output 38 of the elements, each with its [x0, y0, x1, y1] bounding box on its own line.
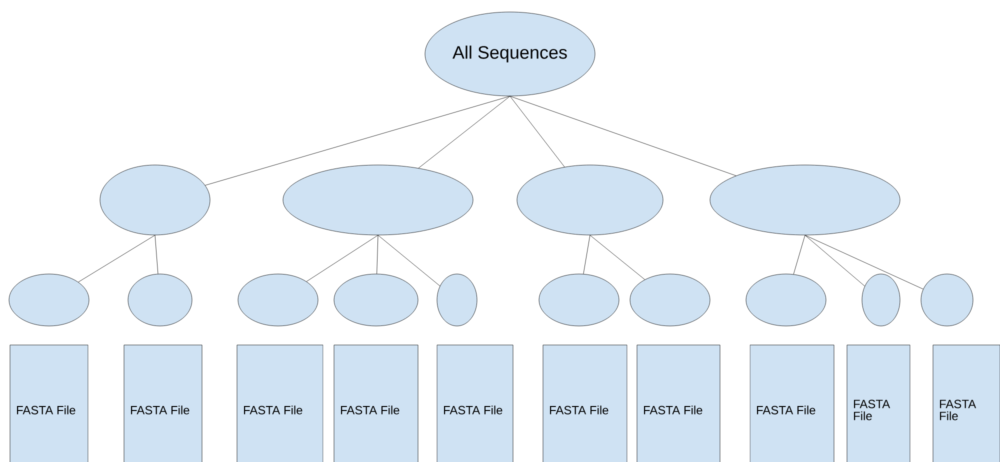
subcategory-ellipse: [238, 274, 318, 326]
file-box: FASTA File: [542, 344, 628, 462]
subcategory-ellipse: [746, 274, 826, 326]
connector-line: [793, 235, 806, 274]
connector-line: [804, 235, 924, 290]
connector-line: [510, 96, 736, 176]
subcategory-ellipse: [920, 274, 974, 326]
file-box: FASTA File: [750, 344, 834, 462]
subcategory-ellipse: [128, 274, 192, 326]
connector-line: [804, 235, 865, 286]
connector-line: [376, 235, 378, 274]
subcategory-ellipse: [436, 274, 478, 326]
subcategory-ellipse: [334, 274, 418, 326]
file-box: FASTA File: [236, 344, 324, 462]
connector-line: [418, 96, 510, 168]
subcategory-ellipse: [8, 274, 90, 326]
connector-line: [306, 235, 378, 282]
connector-line: [204, 96, 510, 186]
connector-line: [154, 235, 158, 274]
file-box: FASTA File: [124, 344, 202, 462]
file-box: FASTA File: [436, 344, 514, 462]
file-box: FASTA File: [846, 344, 910, 462]
category-ellipse: [710, 164, 900, 236]
subcategory-ellipse: [630, 274, 710, 326]
connector-line: [583, 235, 590, 274]
file-box: FASTA File: [334, 344, 418, 462]
subcategory-ellipse: [862, 274, 900, 326]
file-box: FASTA File: [636, 344, 720, 462]
category-ellipse: [282, 164, 474, 236]
category-ellipse: [100, 164, 210, 236]
category-ellipse: [516, 164, 664, 236]
connector-line: [378, 235, 440, 286]
connector-line: [590, 235, 645, 280]
file-box: FASTA File: [932, 344, 1000, 462]
subcategory-ellipse: [538, 274, 620, 326]
file-box: FASTA File: [10, 344, 88, 462]
connector-line: [78, 235, 156, 282]
connector-line: [510, 96, 565, 168]
